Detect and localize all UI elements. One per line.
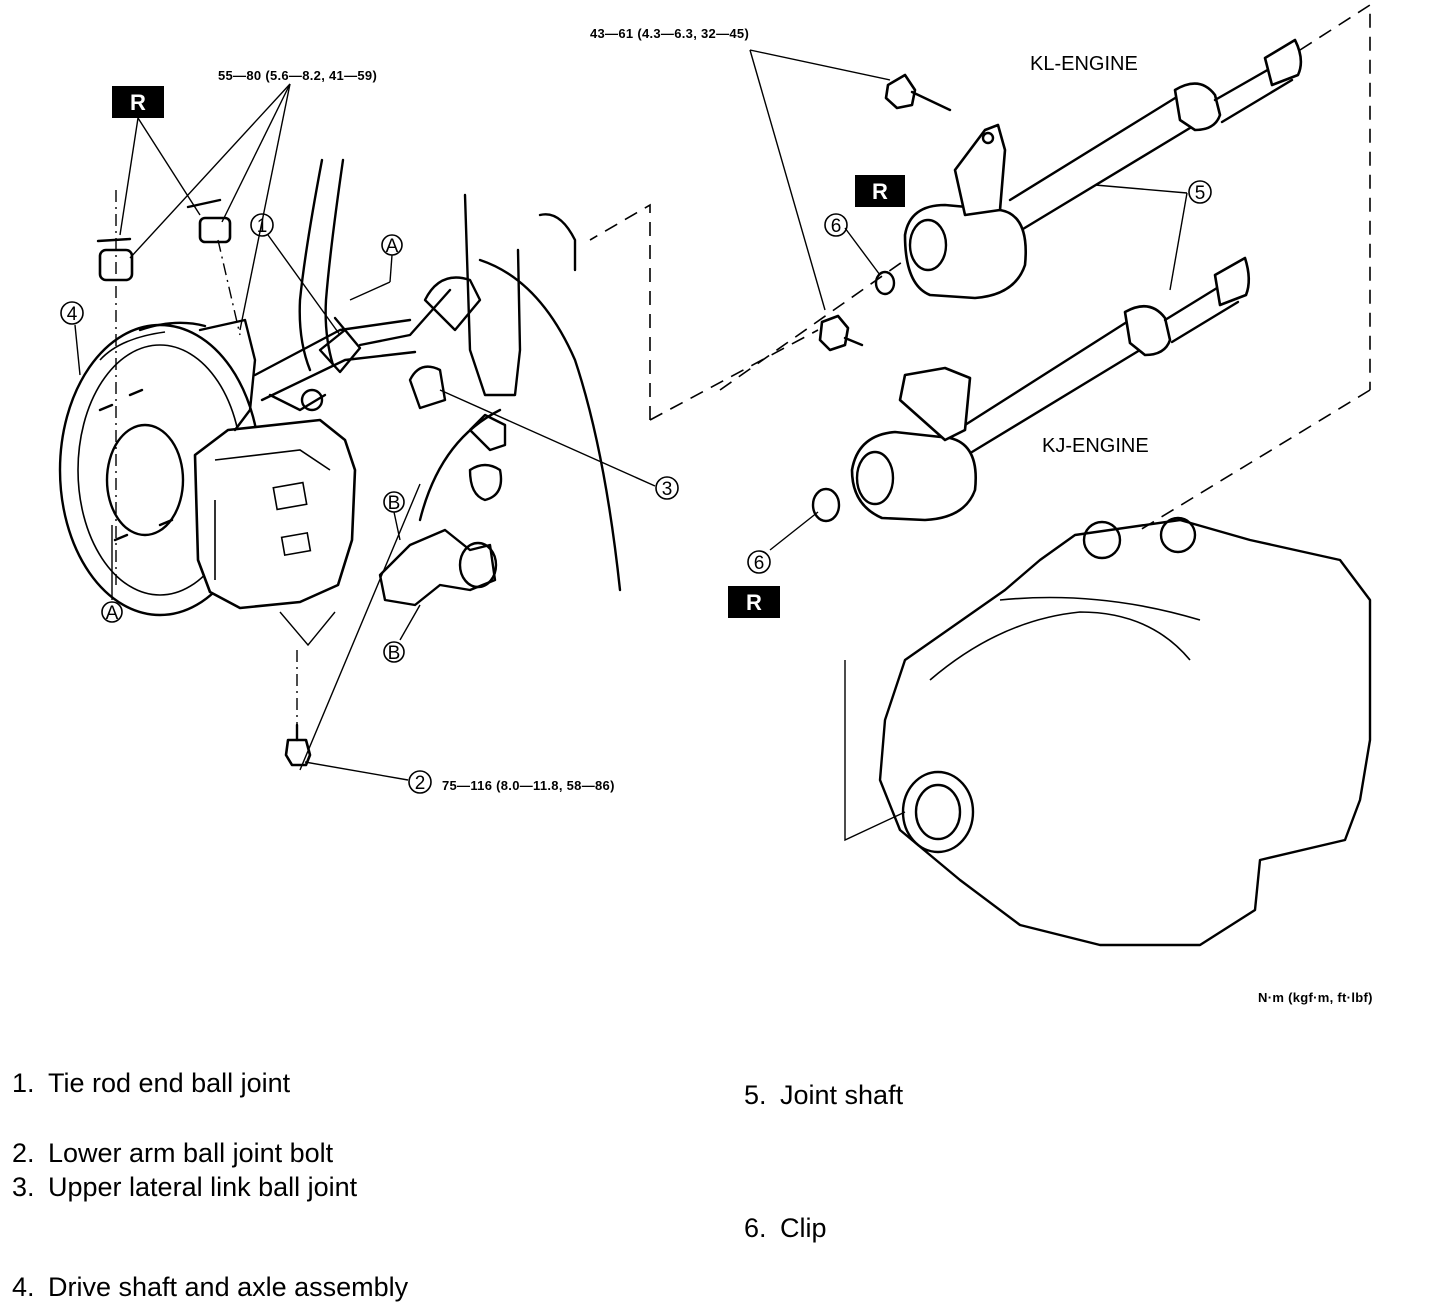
torque-spec-knuckle-nuts: 55—80 (5.6—8.2, 41—59): [218, 68, 377, 83]
torque-units-note: N·m (kgf·m, ft·lbf): [1258, 990, 1373, 1005]
callout-3: 3: [655, 476, 679, 500]
callout-A-upper: A: [381, 234, 403, 257]
callout-A-lower: A: [101, 601, 123, 624]
svg-text:6: 6: [831, 216, 842, 237]
legend-item-6: 6.Clip: [744, 1213, 827, 1243]
replace-mark-kl-clip: R: [855, 175, 905, 207]
torque-spec-transaxle-bolt: 43—61 (4.3—6.3, 32—45): [590, 26, 749, 41]
svg-text:R: R: [130, 90, 146, 115]
left-shaft-reference-line: [589, 203, 651, 420]
replace-mark-kj-clip: R: [728, 586, 780, 618]
svg-text:A: A: [106, 603, 119, 624]
legend-item-4: 4.Drive shaft and axle assembly: [12, 1272, 409, 1302]
callout-6-kj: 6: [747, 550, 771, 574]
legend-item-1: 1.Tie rod end ball joint: [12, 1068, 291, 1098]
callout-B-upper: B: [383, 491, 405, 514]
right-shaft-reference-line: [1299, 3, 1371, 390]
drive-shaft-axle-assembly-drawing: [58, 158, 622, 767]
joint-shaft-kl-drawing: [903, 38, 1303, 300]
legend-text: Drive shaft and axle assembly: [48, 1272, 409, 1302]
torque-spec-ball-joint-bolt: 75—116 (8.0—11.8, 58—86): [442, 778, 615, 793]
svg-text:2: 2: [415, 773, 426, 794]
svg-text:1: 1: [257, 216, 268, 237]
legend-item-3: 3.Upper lateral link ball joint: [12, 1172, 358, 1202]
housing-reference-line: [844, 660, 906, 842]
legend-item-2: 2.Lower arm ball joint bolt: [12, 1138, 334, 1168]
svg-text:A: A: [386, 236, 399, 257]
svg-text:5: 5: [1195, 183, 1206, 204]
callout-2: 2: [408, 770, 432, 794]
svg-text:R: R: [872, 179, 888, 204]
legend-text: Upper lateral link ball joint: [48, 1172, 358, 1202]
legend-text: Joint shaft: [780, 1080, 904, 1110]
knuckle-centerline: [217, 239, 241, 336]
callout-4: 4: [60, 301, 84, 325]
kl-axis-line: [719, 259, 906, 391]
svg-text:B: B: [388, 643, 401, 664]
legend-text: Tie rod end ball joint: [48, 1068, 291, 1098]
svg-text:R: R: [746, 590, 762, 615]
clips-and-bolts-drawing: [811, 73, 952, 523]
callout-5: 5: [1188, 180, 1212, 204]
exploded-parts-diagram: 43—61 (4.3—6.3, 32—45) 55—80 (5.6—8.2, 4…: [58, 3, 1373, 1005]
callout-B-lower: B: [383, 641, 405, 664]
legend-text: Lower arm ball joint bolt: [48, 1138, 334, 1168]
callout-1: 1: [250, 213, 274, 237]
transaxle-housing-drawing: [878, 516, 1372, 947]
kj-engine-label: KJ-ENGINE: [1042, 435, 1149, 457]
replace-mark-left: R: [112, 86, 164, 118]
svg-text:6: 6: [754, 553, 765, 574]
svg-text:4: 4: [67, 304, 78, 325]
callout-6-kl: 6: [824, 213, 848, 237]
legend-item-5: 5.Joint shaft: [744, 1080, 904, 1110]
right-axis-line: [1139, 389, 1371, 531]
kl-engine-label: KL-ENGINE: [1030, 53, 1138, 75]
left-axis-line: [649, 329, 819, 421]
joint-shaft-kj-drawing: [850, 256, 1251, 522]
legend-text: Clip: [780, 1213, 827, 1243]
svg-text:3: 3: [662, 479, 673, 500]
svg-text:B: B: [388, 493, 401, 514]
leader-lines: [74, 49, 1188, 781]
